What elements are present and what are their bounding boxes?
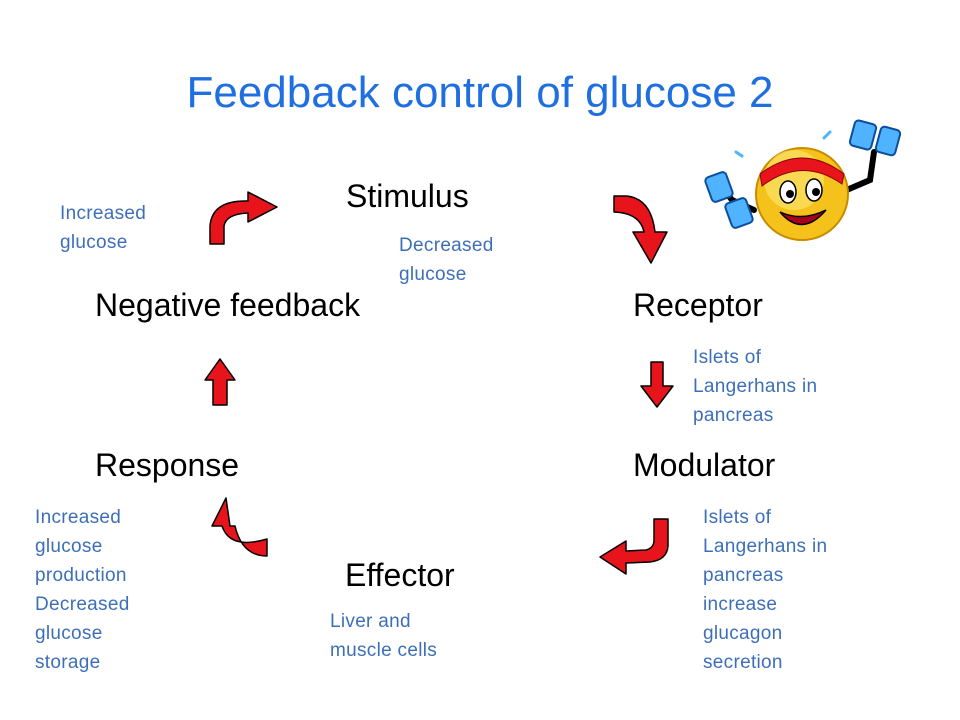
note-increased-glucose: Increased glucose xyxy=(60,203,147,253)
note-receptor-detail: Islets of Langerhans in pancreas xyxy=(693,347,818,426)
stage-stimulus: Stimulus xyxy=(346,178,469,214)
stage-response: Response xyxy=(95,447,240,483)
arrow-down-icon xyxy=(640,361,674,408)
stage-modulator: Modulator xyxy=(633,447,776,483)
curved-arrow-left-icon xyxy=(599,518,669,575)
note-modulator-detail: Islets of Langerhans in pancreas increas… xyxy=(703,507,828,673)
note-effector-detail: Liver and muscle cells xyxy=(330,611,438,661)
curved-arrow-up-icon xyxy=(211,497,268,557)
stage-negative-feedback: Negative feedback xyxy=(95,287,361,323)
curved-arrow-right-icon xyxy=(209,191,278,245)
stage-receptor: Receptor xyxy=(633,287,763,323)
arrow-up-icon xyxy=(204,358,236,406)
note-response-detail: Increased glucose production Decreased g… xyxy=(35,507,130,673)
smiley-weightlifter-icon xyxy=(704,119,902,241)
page-title: Feedback control of glucose 2 xyxy=(186,68,774,117)
stage-effector: Effector xyxy=(345,557,455,593)
note-decreased-glucose: Decreased glucose xyxy=(399,235,494,285)
curved-arrow-down-icon xyxy=(613,195,668,264)
